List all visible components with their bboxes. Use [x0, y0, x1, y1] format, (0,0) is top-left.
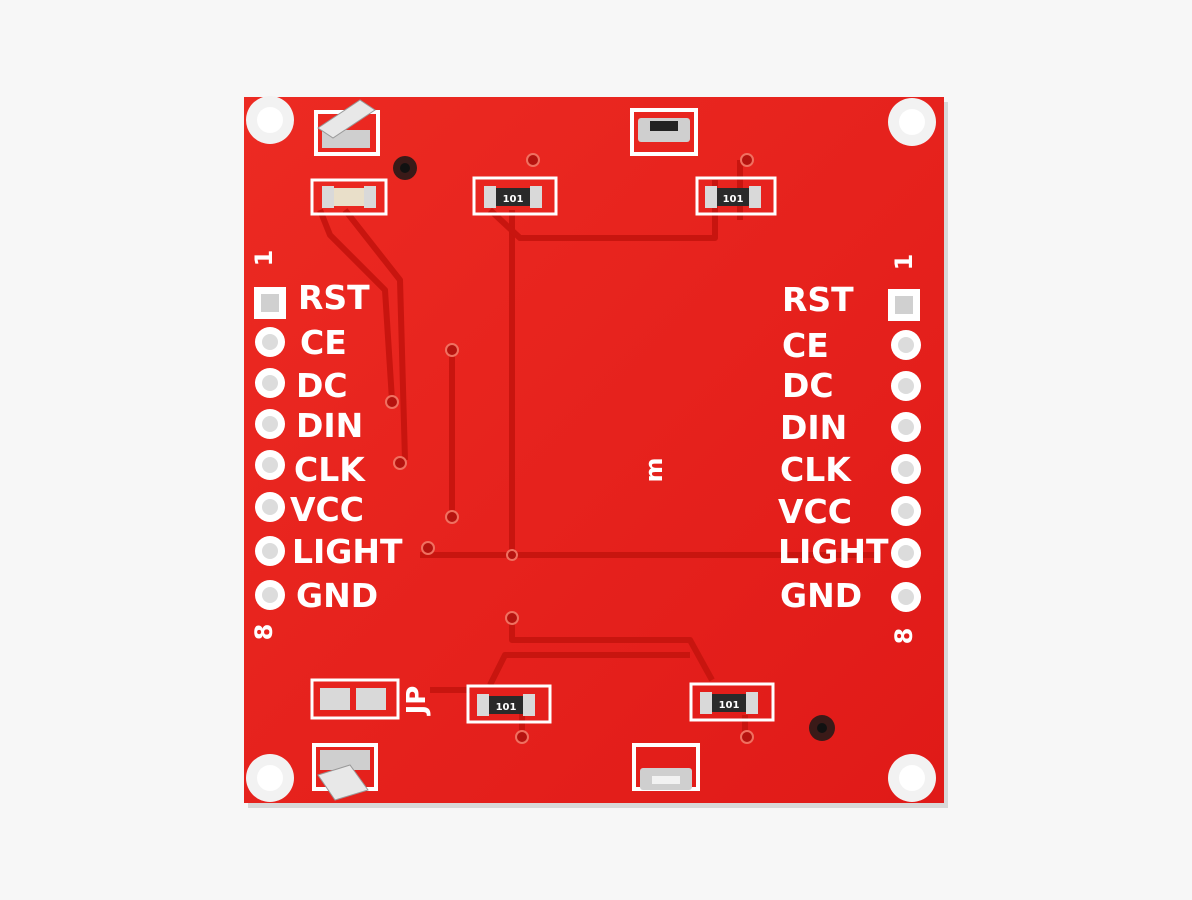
left-pin-pads: [255, 327, 285, 610]
resistor-marking: 101: [496, 702, 517, 713]
mounting-hole-bottom-left: [246, 754, 294, 802]
resistor-bottom-center: [466, 684, 552, 724]
left-pin-end-label: 8: [250, 624, 278, 641]
mounting-hole-top-left: [246, 96, 294, 144]
via: [445, 510, 459, 524]
led-clip-bottom-center: [632, 743, 700, 791]
right-label-gnd: GND: [780, 576, 862, 615]
left-label-ce: CE: [300, 323, 347, 362]
trace-led-left: [317, 208, 395, 401]
via: [445, 343, 459, 357]
via: [421, 541, 435, 555]
via: [740, 153, 754, 167]
trace-bottom-bus: [509, 620, 715, 682]
led-clip-top-center: [630, 108, 698, 156]
resistor-top-right: [695, 176, 777, 216]
left-header: 1 8 RST CE DC DIN CLK VCC LIGHT GND: [250, 250, 403, 641]
center-mark: m: [640, 457, 668, 482]
left-label-gnd: GND: [296, 576, 378, 615]
right-label-dc: DC: [782, 366, 834, 405]
via: [385, 395, 399, 409]
right-label-vcc: VCC: [778, 492, 852, 531]
led-clip-top-left: [314, 99, 380, 156]
mounting-holes: [246, 96, 936, 802]
right-label-ce: CE: [782, 326, 829, 365]
right-pin-start-label: 1: [890, 254, 918, 271]
right-label-clk: CLK: [780, 450, 852, 489]
resistor-bottom-right: [689, 682, 775, 722]
resistor-top-center: [472, 176, 558, 216]
left-label-rst: RST: [298, 278, 370, 317]
right-label-light: LIGHT: [778, 532, 889, 571]
via: [515, 730, 529, 744]
left-label-vcc: VCC: [290, 490, 364, 529]
via: [740, 730, 754, 744]
right-pin-end-label: 8: [890, 628, 918, 645]
right-header: 1 8 RST CE DC DIN CLK VCC LIGHT GND: [778, 254, 921, 645]
trace-top-bus: [487, 180, 718, 241]
left-label-din: DIN: [296, 406, 363, 445]
vias: [385, 153, 754, 744]
resistor-marking: 101: [719, 700, 740, 711]
jumper-label: JP: [402, 686, 432, 717]
right-label-din: DIN: [780, 408, 847, 447]
via: [505, 611, 519, 625]
left-label-clk: CLK: [294, 450, 366, 489]
jumper-pads: [310, 678, 400, 720]
smd-led-top-left: [310, 178, 388, 216]
right-pin-pads: [891, 330, 921, 612]
trace-bottom-bus-2: [487, 652, 690, 687]
left-pin-start-label: 1: [250, 250, 278, 267]
mounting-hole-bottom-right: [888, 754, 936, 802]
led-clip-bottom-left: [312, 743, 378, 801]
resistor-marking: 101: [503, 194, 524, 205]
trace-led-left-2: [342, 208, 408, 461]
via: [506, 549, 518, 561]
via: [393, 456, 407, 470]
left-label-dc: DC: [296, 366, 348, 405]
mounting-hole-top-right: [888, 98, 936, 146]
left-label-light: LIGHT: [292, 532, 403, 571]
right-label-rst: RST: [782, 280, 854, 319]
via: [526, 153, 540, 167]
resistor-marking: 101: [723, 194, 744, 205]
